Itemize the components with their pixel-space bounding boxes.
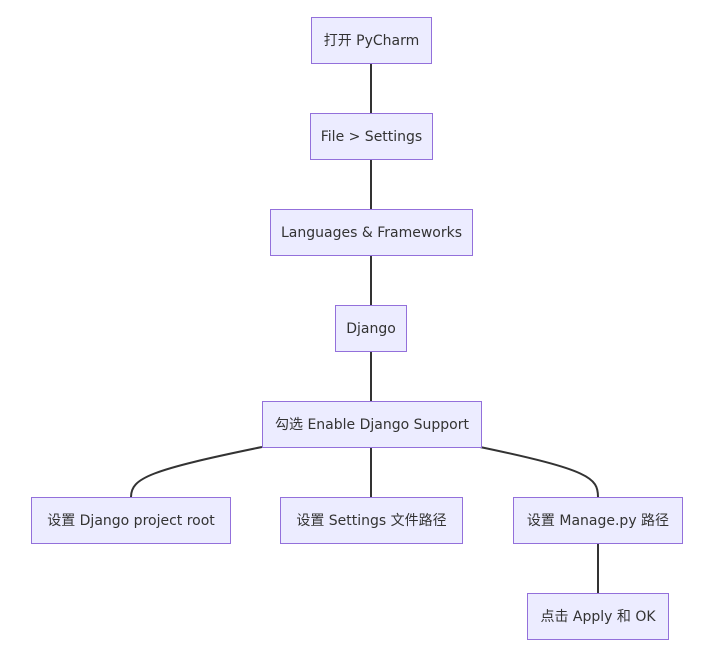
node-enable-django-support: 勾选 Enable Django Support xyxy=(262,401,482,448)
node-label: 设置 Settings 文件路径 xyxy=(296,513,446,529)
node-label: 设置 Manage.py 路径 xyxy=(527,513,669,529)
node-label: File > Settings xyxy=(321,129,422,145)
edges xyxy=(130,64,599,593)
nodes: 打开 PyCharm File > Settings Languages & F… xyxy=(31,17,683,640)
node-file-settings: File > Settings xyxy=(310,113,433,160)
node-label: Languages & Frameworks xyxy=(281,225,462,241)
node-label: 勾选 Enable Django Support xyxy=(275,417,469,433)
node-label: 设置 Django project root xyxy=(47,513,215,529)
node-settings-file-path: 设置 Settings 文件路径 xyxy=(280,497,463,544)
node-manage-py-path: 设置 Manage.py 路径 xyxy=(513,497,683,544)
node-open-pycharm: 打开 PyCharm xyxy=(311,17,432,64)
node-django-project-root: 设置 Django project root xyxy=(31,497,231,544)
edge-enable-to-project-root xyxy=(130,446,263,498)
node-label: 打开 PyCharm xyxy=(324,32,420,49)
node-label: Django xyxy=(346,321,396,337)
edge-enable-to-manage-path xyxy=(479,446,599,498)
node-apply-ok: 点击 Apply 和 OK xyxy=(527,593,669,640)
node-languages-frameworks: Languages & Frameworks xyxy=(270,209,473,256)
node-django: Django xyxy=(335,305,407,352)
node-label: 点击 Apply 和 OK xyxy=(540,609,656,625)
